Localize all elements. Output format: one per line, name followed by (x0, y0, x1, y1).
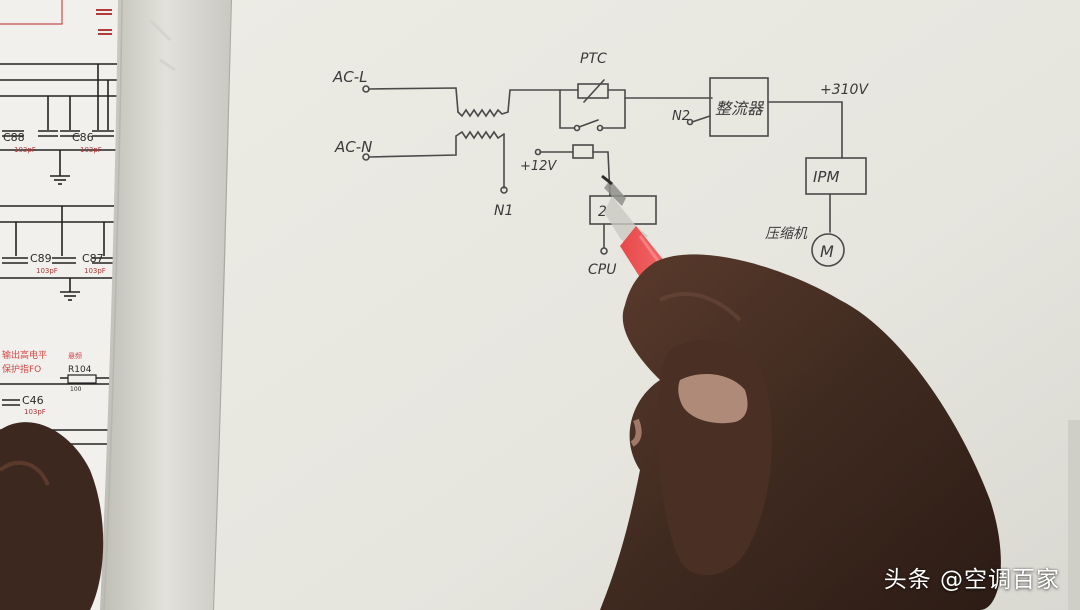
cap-value-c88: 103pF (14, 146, 36, 154)
label-plus310v: +310V (820, 82, 869, 98)
label-cpu: CPU (588, 262, 616, 278)
label-compressor: 压缩机 (765, 226, 808, 242)
writing-hand (600, 254, 1001, 610)
schematic-labels: AC-L AC-N PTC N1 N2 +12V 整流器 +310V IPM 压… (332, 51, 869, 278)
cap-value-c46: 103pF (24, 408, 46, 416)
label-n2: N2 (672, 109, 690, 124)
label-driver: 2 (598, 204, 607, 220)
resistor-tag: 悬频 (68, 351, 82, 360)
label-rectifier: 整流器 (715, 99, 765, 118)
right-page-edge (1068, 420, 1080, 610)
resistor-ref-r104: R104 (68, 365, 92, 375)
left-fingers (0, 422, 104, 610)
watermark-text: 头条 @空调百家 (883, 567, 1060, 593)
cap-value-c86: 103pF (80, 146, 102, 154)
cap-value-c87: 103pF (84, 267, 106, 275)
cap-label-c89: C89 (30, 252, 52, 265)
cap-value-c89: 103pF (36, 267, 58, 275)
label-ac-l: AC-L (332, 68, 368, 86)
cap-label-c87: C87 (82, 252, 104, 265)
resistor-value: 100 (70, 386, 82, 393)
cap-label-c88: C88 (3, 131, 25, 144)
cap-label-c86: C86 (72, 131, 94, 144)
label-n1: N1 (494, 203, 513, 219)
label-plus12v: +12V (520, 159, 557, 174)
notebook-spine (100, 0, 233, 610)
label-motor: M (820, 242, 834, 261)
label-ipm: IPM (813, 168, 839, 186)
label-ac-n: AC-N (334, 138, 372, 156)
hand-drawn-schematic (362, 77, 867, 267)
note-output-high: 输出高电平 (2, 349, 47, 361)
cap-label-c46: C46 (22, 394, 44, 407)
note-protection-fo: 保护指FO (2, 363, 41, 375)
label-ptc: PTC (580, 51, 607, 67)
